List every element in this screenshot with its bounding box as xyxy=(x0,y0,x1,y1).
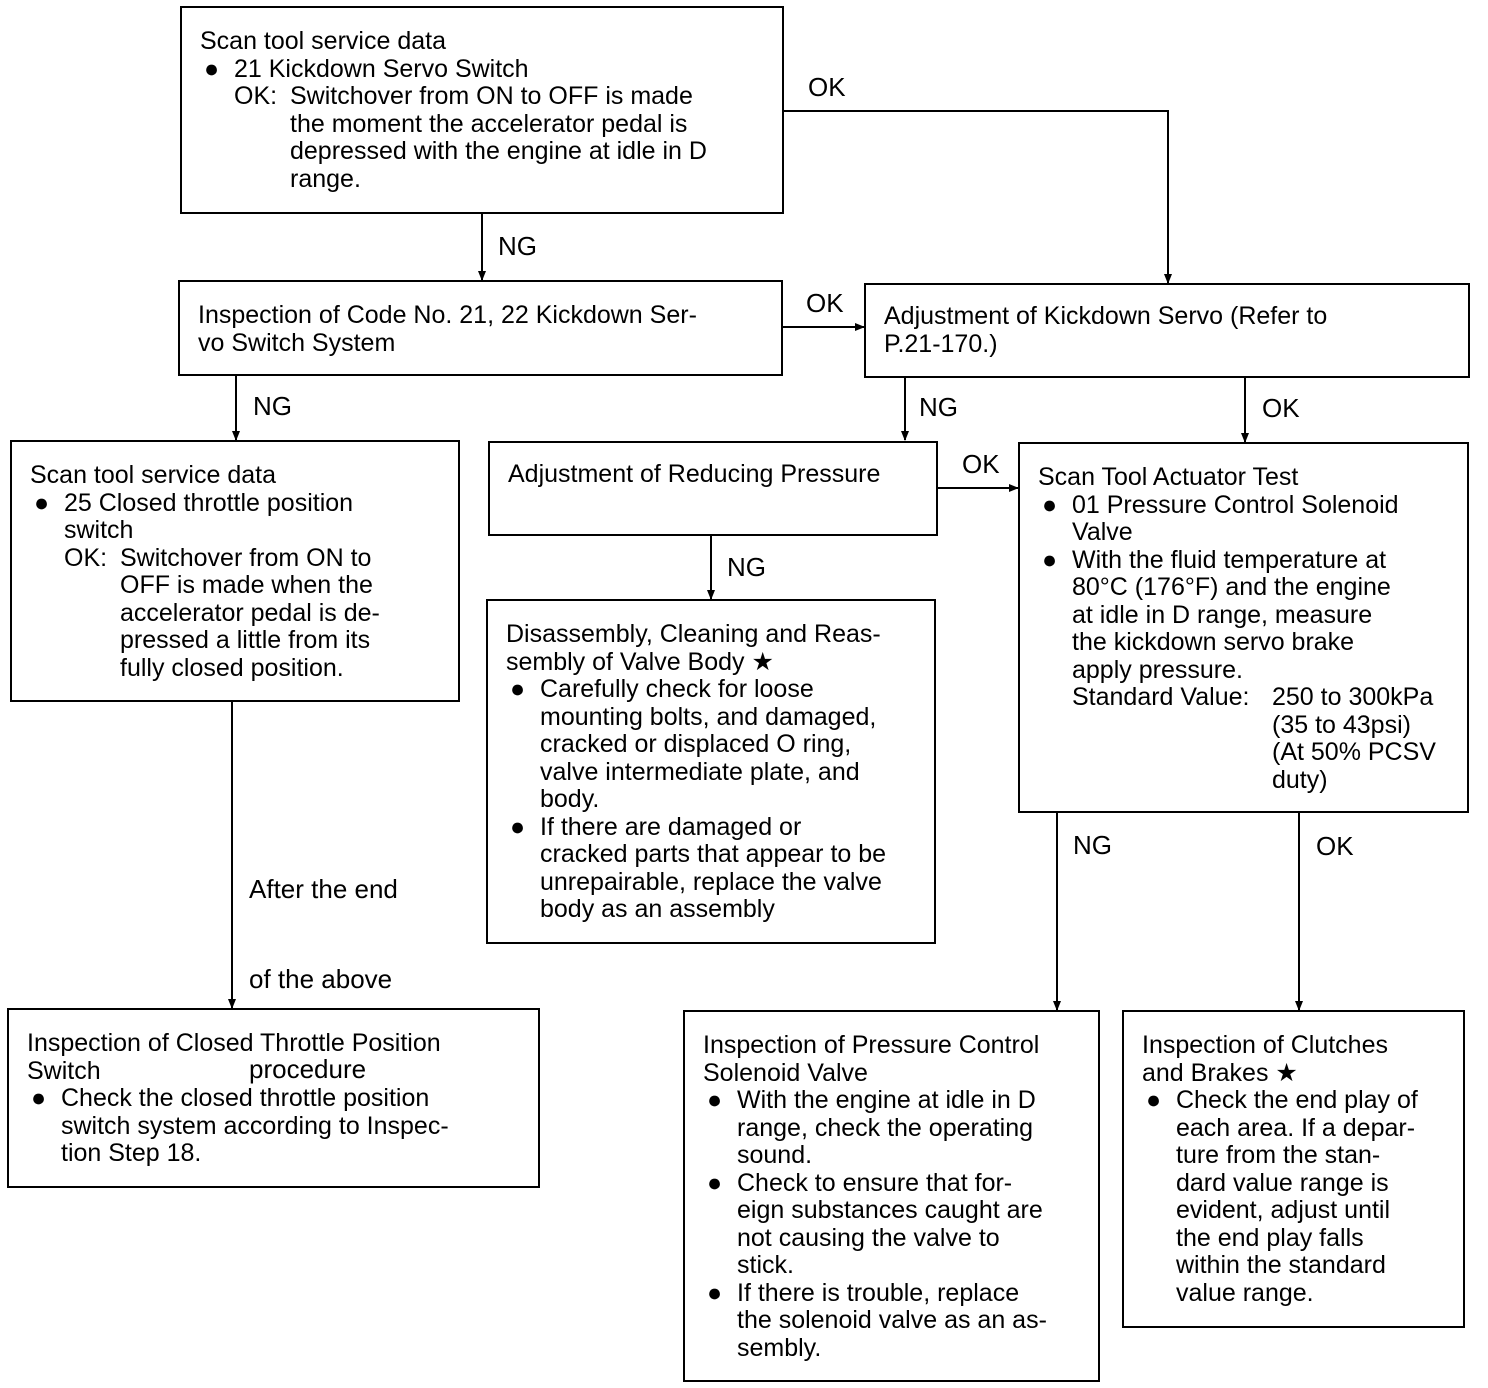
label-ng-b1-b2: NG xyxy=(498,231,537,261)
label-after-end-of-procedure: After the end of the above procedure xyxy=(249,874,398,1084)
bullet-item: ● Check the end play of each area. If a … xyxy=(1146,1086,1418,1307)
box-inspection-closed-throttle-switch: Inspection of Closed Throttle Position S… xyxy=(7,1008,540,1188)
box-title-cont: sembly of Valve Body ★ xyxy=(506,647,774,676)
bullet-item: ● With the fluid temperature at 80°C (17… xyxy=(1038,545,1449,795)
ok-label: OK: xyxy=(64,543,108,572)
bullet-item: ● Check to ensure that for- eign substan… xyxy=(707,1168,1043,1279)
bullet-icon: ● xyxy=(510,812,526,841)
bullet-icon: ● xyxy=(510,675,526,703)
label-ok-b3-b6: OK xyxy=(1262,393,1300,423)
ok-row: OK: Switchover from ON to OFF is made th… xyxy=(234,82,707,193)
box-title: Scan Tool Actuator Test xyxy=(1038,463,1299,491)
box-inspection-pressure-control-solenoid: Inspection of Pressure Control Solenoid … xyxy=(683,1010,1100,1382)
ok-criteria: OK: Switchover from ON to OFF is made th… xyxy=(200,82,764,193)
box-title: Disassembly, Cleaning and Reas- xyxy=(506,620,881,648)
connector-b1-ok-b3 xyxy=(783,110,1172,284)
bullet-item: ● Carefully check for loose mounting bol… xyxy=(510,675,877,813)
label-ng-b3-b5: NG xyxy=(919,392,958,422)
box-adjustment-reducing-pressure: Adjustment of Reducing Pressure xyxy=(488,441,938,536)
ok-criteria: OK: Switchover from ON to OFF is made wh… xyxy=(30,543,440,683)
bullet-icon: ● xyxy=(707,1168,723,1197)
label-ok-b6-b10: OK xyxy=(1316,831,1354,861)
box-title-cont: and Brakes ★ xyxy=(1142,1058,1298,1087)
box-title: Scan tool service data xyxy=(30,461,276,489)
box-title-cont: Switch xyxy=(27,1056,101,1085)
label-ng-b5-b7: NG xyxy=(727,552,766,582)
bullet-icon: ● xyxy=(1042,490,1058,519)
box-scan-tool-closed-throttle: Scan tool service data ● 25 Closed throt… xyxy=(10,440,460,702)
standard-value: Standard Value: 250 to 300kPa (35 to 43p… xyxy=(1072,683,1436,794)
box-title-cont: Solenoid Valve xyxy=(703,1058,868,1087)
label-ng-b2-b4: NG xyxy=(253,391,292,421)
box-scan-tool-kickdown-switch: Scan tool service data ● 21 Kickdown Ser… xyxy=(180,6,784,214)
bullet-item: ● 21 Kickdown Servo Switch xyxy=(204,54,529,83)
box-scan-tool-actuator-test: Scan Tool Actuator Test ● 01 Pressure Co… xyxy=(1018,442,1469,813)
bullet-icon: ● xyxy=(707,1086,723,1114)
box-title: Inspection of Clutches xyxy=(1142,1031,1388,1059)
bullet-item: ● With the engine at idle in D range, ch… xyxy=(707,1086,1036,1169)
bullet-icon: ● xyxy=(707,1278,723,1307)
box-title: Inspection of Closed Throttle Position xyxy=(27,1029,441,1057)
label-ok-b5-b6: OK xyxy=(962,449,1000,479)
bullet-item: ● 25 Closed throttle position switch xyxy=(34,488,354,544)
box-adjustment-kickdown-servo: Adjustment of Kickdown Servo (Refer to P… xyxy=(864,283,1470,378)
bullet-icon: ● xyxy=(31,1084,47,1112)
bullet-item: ● If there are damaged or cracked parts … xyxy=(510,812,887,923)
bullet-item: ● If there is trouble, replace the solen… xyxy=(707,1278,1047,1362)
box-inspection-code-21-22: Inspection of Code No. 21, 22 Kickdown S… xyxy=(178,280,783,376)
bullet-item: ● Check the closed throttle position swi… xyxy=(31,1084,449,1167)
label-ng-b6-b9: NG xyxy=(1073,830,1112,860)
bullet-icon: ● xyxy=(204,54,220,83)
box-disassembly-valve-body: Disassembly, Cleaning and Reas- sembly o… xyxy=(486,599,936,944)
bullet-icon: ● xyxy=(1146,1086,1162,1114)
bullet-icon: ● xyxy=(1042,545,1058,574)
box-title: Inspection of Pressure Control xyxy=(703,1031,1040,1059)
ok-row: OK: Switchover from ON to OFF is made wh… xyxy=(64,543,380,682)
standard-value-label: Standard Value: xyxy=(1072,683,1250,711)
box-title: Scan tool service data xyxy=(200,27,446,55)
bullet-item: ● 01 Pressure Control Solenoid Valve xyxy=(1042,490,1399,546)
bullet-icon: ● xyxy=(34,488,50,517)
box-inspection-clutches-brakes: Inspection of Clutches and Brakes ★ ● Ch… xyxy=(1122,1010,1465,1328)
label-ok-b1-b3: OK xyxy=(808,72,846,102)
ok-label: OK: xyxy=(234,82,278,110)
label-ok-b2-b3: OK xyxy=(806,288,844,318)
